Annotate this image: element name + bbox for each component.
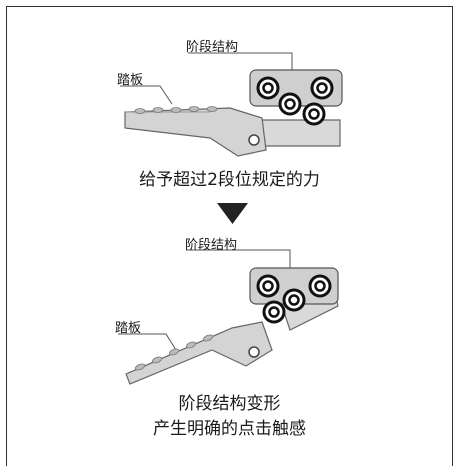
bottom-mechanism-label: 阶段结构 (185, 238, 238, 253)
bottom-caption-line1: 阶段结构变形 (178, 394, 281, 414)
bottom-diagram (118, 249, 339, 385)
top-mechanism-label: 阶段结构 (186, 40, 239, 55)
bottom-pedal-label: 踏板 (115, 321, 142, 336)
bottom-mechanism-leader (186, 249, 291, 270)
top-mechanism-leader (188, 52, 293, 72)
bottom-pedal-bumps (134, 334, 214, 371)
top-pedal (124, 107, 267, 157)
bottom-caption-line2: 产生明确的点击触感 (153, 419, 306, 439)
top-springs (256, 76, 334, 126)
top-diagram (120, 52, 343, 157)
top-pedal-bumps (134, 106, 218, 114)
bottom-pedal (125, 321, 273, 385)
top-pedal-label: 踏板 (117, 73, 144, 88)
bottom-springs (256, 274, 332, 324)
top-pivot (248, 134, 260, 146)
bottom-pivot (248, 346, 260, 358)
figure-frame (6, 6, 453, 466)
bottom-pedal-leader (118, 333, 177, 351)
transition-arrow-icon (217, 203, 248, 224)
top-caption: 给予超过2段位规定的力 (139, 170, 320, 190)
diagram-drawing (118, 52, 343, 385)
top-pedal-leader (120, 85, 173, 105)
